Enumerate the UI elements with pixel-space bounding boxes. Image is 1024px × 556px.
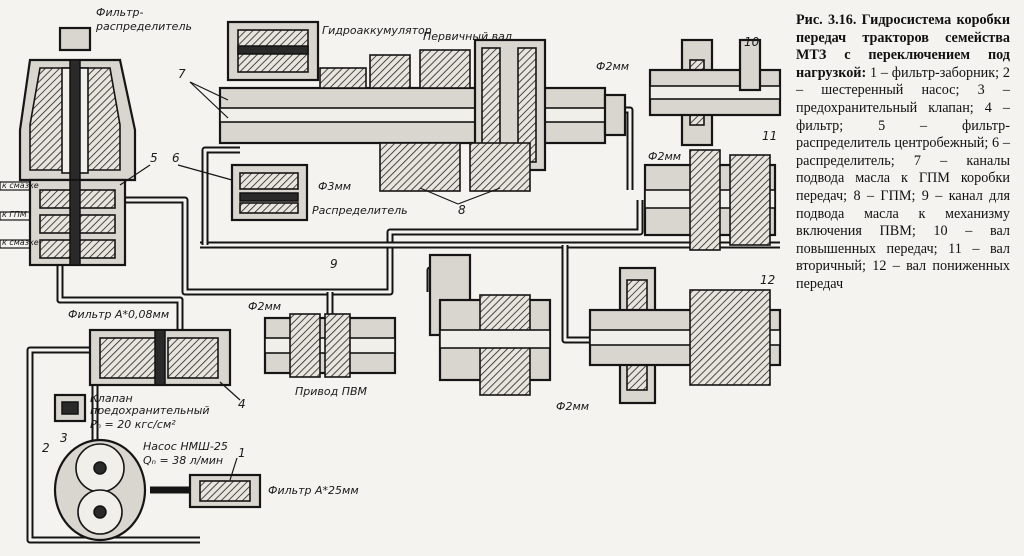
leader-lines (119, 81, 501, 481)
callout-4: 4 (238, 397, 246, 411)
callout-11: 11 (762, 129, 777, 143)
label-filter-distributor-2: распределитель (95, 20, 192, 33)
callout-2: 2 (42, 441, 50, 455)
label-d2-center: Ф2мм (248, 300, 281, 313)
gear-pump (53, 438, 147, 542)
figure-legend: 1 – фильтр-заборник; 2 – шестеренный нас… (796, 64, 1010, 292)
label-primary-shaft: Первичный вал (423, 30, 512, 43)
intake-filter (188, 473, 262, 509)
low-gear-shaft (588, 266, 782, 405)
label-port-2: к ГПМ (2, 210, 27, 219)
figure-title: Рис. 3.16. Гидросистема коробки передач … (796, 12, 1010, 81)
label-valve-3: Pₙ = 20 кгс/см² (90, 418, 176, 431)
callout-9: 9 (330, 257, 338, 271)
label-d3: Ф3мм (318, 180, 351, 193)
callout-3: 3 (60, 431, 68, 445)
callout-6: 6 (172, 151, 180, 165)
safety-valve (53, 393, 87, 423)
accumulator (226, 20, 320, 82)
gpm-clutch (428, 253, 552, 396)
label-pump-1: Насос НМШ-25 (143, 440, 228, 453)
secondary-shaft (643, 149, 777, 251)
label-d2-mid: Ф2мм (648, 150, 681, 163)
label-accumulator: Гидроаккумулятор (322, 24, 432, 37)
label-d2-bottom: Ф2мм (556, 400, 589, 413)
distributor (230, 163, 309, 222)
label-pvm-drive: Привод ПВМ (295, 385, 368, 398)
oil-lines (26, 106, 780, 544)
label-pump-2: Qₙ = 38 л/мин (143, 454, 223, 467)
oil-filter (88, 328, 232, 387)
filter-distributor (0, 26, 137, 267)
callout-1: 1 (238, 446, 246, 460)
callout-10: 10 (744, 35, 760, 49)
label-port-3: к смазке (2, 238, 39, 247)
label-distributor: Распределитель (312, 204, 408, 217)
label-filter-a008: Фильтр А*0,08мм (68, 308, 169, 321)
figure-caption: Рис. 3.16. Гидросистема коробки передач … (796, 12, 1010, 294)
callout-12: 12 (760, 273, 775, 287)
hydraulic-scheme: Фильтр- распределитель Гидроаккумулятор … (0, 6, 782, 544)
label-filter-a025: Фильтр А*25мм (268, 484, 359, 497)
label-valve-2: предохранительный (90, 404, 210, 417)
callout-5: 5 (150, 151, 158, 165)
label-filter-distributor: Фильтр- (96, 6, 144, 19)
high-gear-shaft (648, 38, 782, 147)
label-d2-top: Ф2мм (596, 60, 629, 73)
callout-7: 7 (178, 67, 186, 81)
label-port-1: к смазке (2, 181, 39, 190)
label-valve-1: Клапан (90, 392, 133, 405)
primary-shaft (218, 38, 627, 192)
callout-8: 8 (458, 203, 466, 217)
pvm-drive (263, 313, 397, 378)
